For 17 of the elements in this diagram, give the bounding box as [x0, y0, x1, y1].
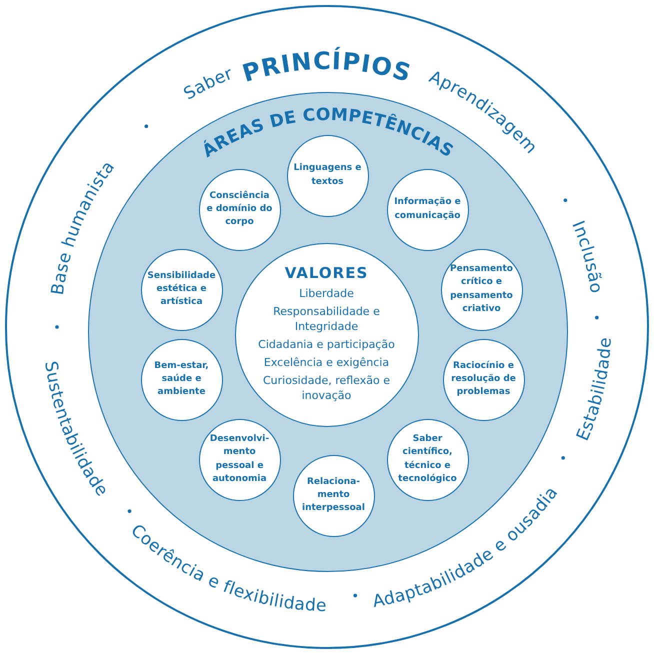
competence-label: Sensibilidade estética e artística — [146, 270, 217, 310]
competence-label: Consciência e domínio do corpo — [206, 190, 274, 230]
competence-label: Relaciona- mento interpessoal — [301, 476, 366, 516]
value-item: Excelência e exigência — [262, 356, 390, 370]
competence-label: Pensamento crítico e pensamento criativo — [449, 263, 514, 316]
competence-label: Saber científico, técnico e tecnológico — [397, 433, 458, 486]
competence-label: Linguagens e textos — [292, 162, 362, 188]
value-item: Cidadania e participação — [257, 338, 396, 352]
title-text: PRINCÍPIOS — [239, 46, 415, 88]
competence-label: Raciocínio e resolução de problemas — [450, 360, 517, 400]
competence-label: Desenvolvi- mento pessoal e autonomia — [208, 433, 270, 486]
value-item: Liberdade — [298, 286, 355, 302]
competence-label: Bem-estar, saúde e ambiente — [153, 360, 210, 400]
value-item: Curiosidade, reflexão e inovação — [262, 374, 391, 404]
values-heading: VALORES — [284, 264, 368, 282]
competence-label: Informação e comunicação — [393, 196, 462, 222]
value-item: Responsabilidade e Integridade — [272, 305, 381, 334]
